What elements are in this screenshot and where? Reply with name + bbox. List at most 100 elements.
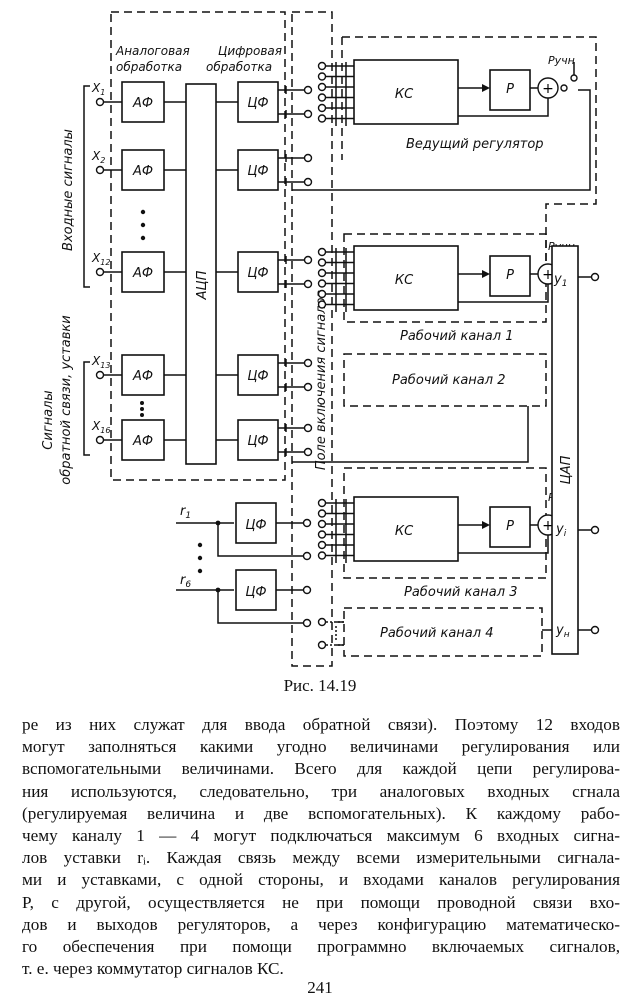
output-y1: y1	[553, 272, 567, 289]
feedback-group-label-2: обратной связи, уставки	[59, 315, 74, 484]
inputs-bracket	[83, 85, 90, 288]
chan-1-controller: КСР+Ручн	[317, 240, 578, 312]
summator-plus: +	[542, 267, 554, 283]
af-block	[121, 251, 165, 293]
ks-input-terminal	[317, 103, 327, 113]
ks-input-terminal	[317, 530, 327, 539]
ks-label: КС	[395, 524, 414, 539]
master-label: Ведущий регулятор	[406, 137, 544, 152]
output-yn: yн	[555, 623, 570, 640]
input-terminal	[95, 165, 105, 175]
r1-cf-label: ЦФ	[245, 518, 266, 533]
master-frame	[342, 36, 597, 270]
ks-input-terminal	[317, 509, 327, 518]
terminal	[302, 518, 312, 528]
cf-label: ЦФ	[247, 369, 268, 384]
af-block	[121, 81, 165, 123]
af-label: АФ	[132, 434, 153, 449]
row-wires	[104, 154, 306, 186]
p-block	[489, 69, 531, 111]
p-block	[489, 506, 531, 548]
cf-label: ЦФ	[247, 266, 268, 281]
ks-block	[353, 245, 459, 311]
cf-label: ЦФ	[247, 96, 268, 111]
terminal	[302, 585, 312, 595]
switch-field-label: Поле включения сигналов	[314, 290, 329, 470]
ks-bus	[335, 499, 347, 563]
yn-terminal	[590, 625, 600, 635]
channel-4-more	[326, 621, 344, 646]
arrow-icon	[482, 521, 490, 529]
terminal	[303, 423, 313, 433]
r1-cf-block	[235, 502, 277, 544]
page-number: 241	[307, 978, 333, 997]
setpoint-r1: r1 ЦФ	[176, 502, 312, 561]
cf-block	[237, 419, 279, 461]
cf-block	[237, 81, 279, 123]
digital-header: Цифровая	[218, 44, 282, 58]
p-label: Р	[506, 82, 514, 97]
cf-block	[237, 354, 279, 396]
af-label: АФ	[132, 369, 153, 384]
input-label: X2	[91, 149, 105, 165]
ks-input-terminal	[317, 268, 327, 278]
ellipsis-dots	[140, 209, 203, 574]
text-line: (регулируемая величина и две вспомогател…	[22, 803, 620, 823]
terminal	[303, 279, 313, 289]
dac-outputs: y1 yi yн	[542, 272, 600, 640]
terminal	[303, 358, 313, 368]
ks-input-terminal	[317, 93, 327, 102]
dac-block	[551, 245, 579, 655]
ks-label: КС	[395, 87, 414, 102]
ks-input-terminal	[317, 114, 327, 123]
terminal	[317, 617, 327, 627]
input-label: X1	[91, 81, 105, 97]
p-label: Р	[506, 519, 514, 534]
p-label: Р	[506, 268, 514, 283]
ks-input-terminal	[317, 498, 327, 508]
terminal	[303, 447, 313, 457]
ks-input-terminal	[317, 82, 327, 92]
text-line: го обеспечения при помощи программно вкл…	[22, 937, 620, 957]
channel-1-frame	[343, 233, 547, 323]
ks-input-terminal	[317, 258, 327, 267]
input-terminal	[95, 435, 105, 445]
setpoint-r6: r6 ЦФ	[176, 569, 312, 628]
row-wires	[104, 256, 306, 288]
channel-1-label: Рабочий канал 1	[400, 329, 513, 344]
summator-plus: +	[542, 518, 554, 534]
terminal	[302, 618, 312, 628]
channel-4-inputs	[336, 621, 344, 646]
block-diagram: Аналоговая обработка Цифровая обработка …	[41, 11, 600, 667]
terminal	[302, 551, 312, 561]
cf-label: ЦФ	[247, 434, 268, 449]
channel-4-frame	[343, 607, 543, 657]
terminal	[303, 85, 313, 95]
dac-label: ЦАП	[559, 455, 574, 484]
p-block	[489, 255, 531, 297]
cf-block	[237, 149, 279, 191]
cf-label: ЦФ	[247, 164, 268, 179]
svg-text:r6: r6	[180, 573, 191, 590]
af-label: АФ	[132, 266, 153, 281]
text-line: вспомогательными величинами. Всего для к…	[22, 759, 620, 779]
arrow-icon	[482, 270, 490, 278]
ks-input-terminal	[317, 279, 327, 288]
adc-block	[185, 83, 217, 465]
processing-frame	[110, 11, 286, 481]
af-label: АФ	[132, 96, 153, 111]
inputs-group-label: Входные сигналы	[61, 129, 76, 251]
svg-text:r1: r1	[180, 504, 191, 521]
input-label: X13	[91, 354, 110, 370]
channel-2-frame	[343, 353, 547, 407]
text-line: P, с другой, осуществляется не при помощ…	[22, 892, 620, 912]
switch-terminal	[560, 84, 568, 92]
terminal	[303, 153, 313, 163]
cf-block	[237, 251, 279, 293]
ks-block	[353, 59, 459, 125]
terminal	[317, 640, 327, 650]
feedback-bracket	[83, 361, 90, 456]
text-line: лов уставки rᵢ. Каждая связь между всеми…	[22, 848, 620, 868]
